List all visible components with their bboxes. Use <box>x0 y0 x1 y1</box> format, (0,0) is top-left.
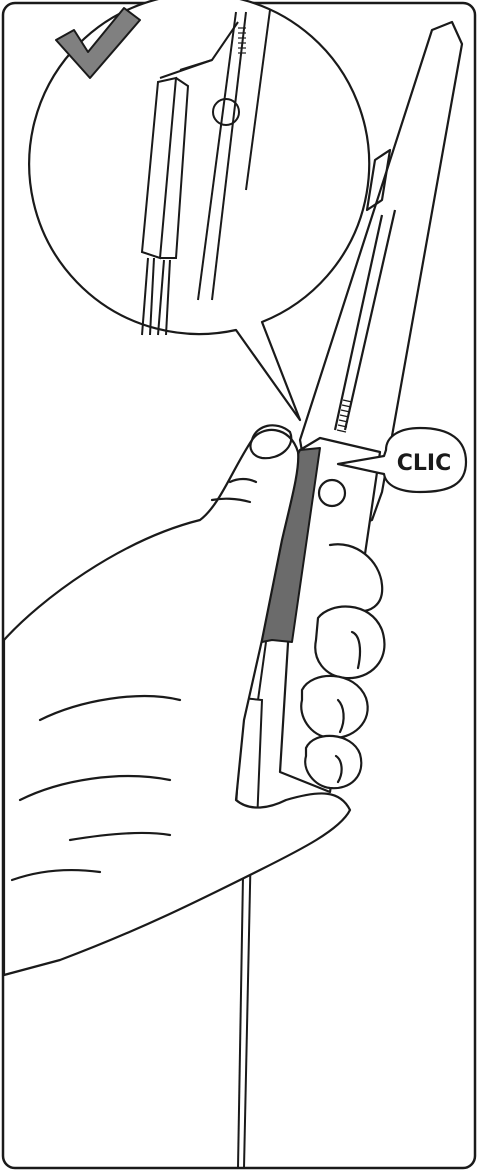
pivot-hole <box>319 480 345 506</box>
finger-3 <box>301 676 367 738</box>
finger-4 <box>305 736 361 788</box>
clic-callout-label: CLIC <box>397 451 452 476</box>
finger-2 <box>315 607 384 679</box>
